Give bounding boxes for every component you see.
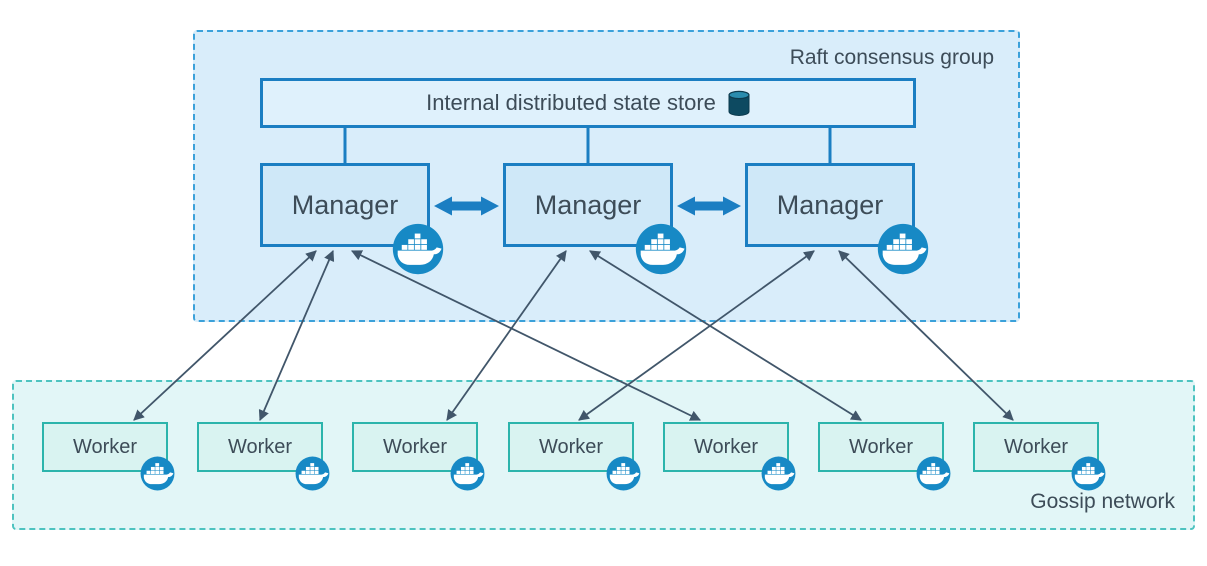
docker-whale-icon xyxy=(877,223,929,275)
worker-node-1: Worker xyxy=(42,422,175,491)
worker-label: Worker xyxy=(848,435,914,458)
docker-whale-icon xyxy=(1071,456,1106,491)
manager-node-3: Manager xyxy=(745,163,929,275)
manager-node-2: Manager xyxy=(503,163,687,275)
manager-node-1: Manager xyxy=(260,163,444,275)
worker-node-2: Worker xyxy=(197,422,330,491)
manager-label: Manager xyxy=(291,189,399,220)
worker-label: Worker xyxy=(1003,435,1069,458)
worker-label: Worker xyxy=(72,435,138,458)
gossip-network-label: Gossip network xyxy=(1030,490,1175,513)
worker-node-7: Worker xyxy=(973,422,1106,491)
worker-node-4: Worker xyxy=(508,422,641,491)
manager-label: Manager xyxy=(776,189,884,220)
database-cylinder-icon xyxy=(728,90,750,116)
worker-label: Worker xyxy=(693,435,759,458)
state-store-label: Internal distributed state store xyxy=(426,90,716,115)
docker-whale-icon xyxy=(450,456,485,491)
docker-whale-icon xyxy=(140,456,175,491)
docker-whale-icon xyxy=(606,456,641,491)
worker-node-3: Worker xyxy=(352,422,485,491)
worker-node-6: Worker xyxy=(818,422,951,491)
worker-label: Worker xyxy=(538,435,604,458)
worker-label: Worker xyxy=(382,435,448,458)
docker-whale-icon xyxy=(761,456,796,491)
docker-whale-icon xyxy=(916,456,951,491)
docker-whale-icon xyxy=(392,223,444,275)
state-store-box: Internal distributed state store xyxy=(260,78,916,128)
docker-whale-icon xyxy=(635,223,687,275)
docker-whale-icon xyxy=(295,456,330,491)
raft-group-label: Raft consensus group xyxy=(789,46,994,69)
manager-label: Manager xyxy=(534,189,642,220)
worker-node-5: Worker xyxy=(663,422,796,491)
worker-label: Worker xyxy=(227,435,293,458)
